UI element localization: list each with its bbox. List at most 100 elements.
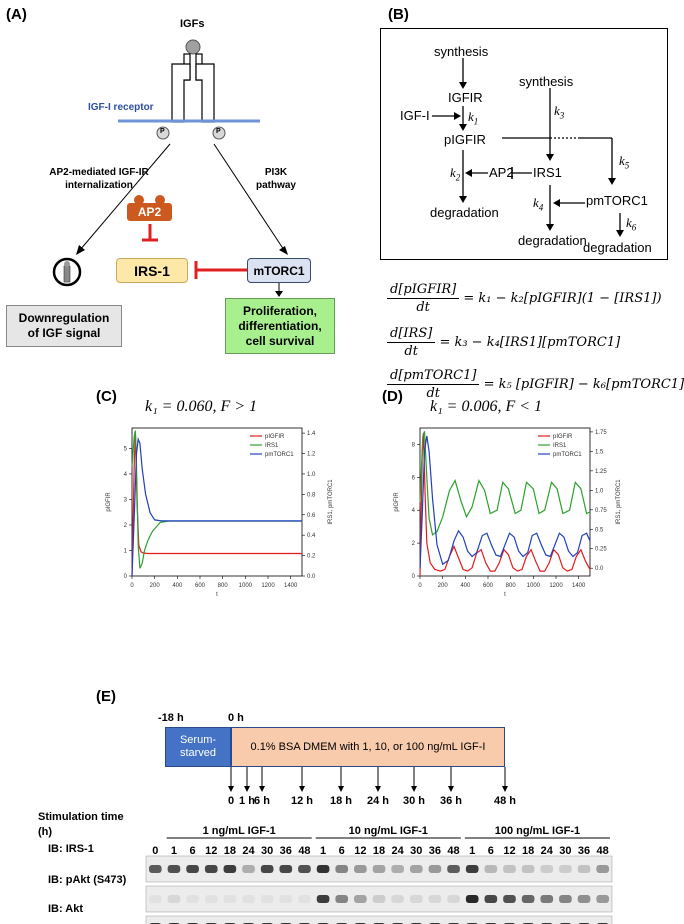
blot-band [447, 895, 460, 903]
x-axis-label: t [504, 592, 506, 598]
y-tick-label: 4 [124, 472, 128, 478]
timepoint-label: 18 h [330, 795, 352, 807]
group-label: 100 ng/mL IGF-1 [495, 825, 580, 837]
blot-band [298, 895, 311, 903]
timepoint-arrowhead [502, 786, 508, 792]
y-right-tick-label: 1.4 [307, 431, 316, 437]
panel-a-graphics [52, 39, 288, 297]
timepoint-label: 1 h [239, 795, 255, 807]
blot-band [260, 865, 274, 873]
y-tick-label: 0 [412, 574, 416, 580]
phospho-left-text: P [160, 128, 165, 135]
panel-b-arrows [432, 58, 624, 237]
lane-label: 36 [578, 845, 590, 857]
timepoint-arrowhead [411, 786, 417, 792]
series-line-pigfir [131, 433, 302, 577]
x-tick-label: 800 [218, 583, 229, 589]
y-tick-label: 3 [124, 497, 128, 503]
x-tick-label: 0 [130, 583, 134, 589]
chart-d-title: k₁ = 0.006, F < 1 [430, 398, 543, 415]
lane-label: 48 [447, 845, 459, 857]
chart-c-title: k₁ = 0.060, F > 1 [145, 398, 258, 415]
equation-2: d[IRS]dt = k₃ − k₄[IRS1][pmTORC1] [387, 326, 620, 359]
lane-label: 24 [242, 845, 255, 857]
irs1-box: IRS-1 [116, 258, 188, 283]
blot-band [149, 895, 162, 903]
series-line-irs1 [131, 430, 302, 569]
blot-band [465, 895, 479, 903]
blot-band [596, 895, 609, 903]
y-tick-label: 6 [412, 475, 416, 481]
y-tick-label: 0 [124, 574, 128, 580]
time-neg18: -18 h [158, 712, 184, 724]
lane-label: 1 [171, 845, 177, 857]
row-label-pakt: IB: pAkt (S473) [48, 874, 127, 886]
blot-band [186, 865, 199, 873]
blot-band [354, 865, 367, 873]
timepoint-label: 0 [228, 795, 234, 807]
y-tick-label: 5 [124, 446, 128, 452]
x-tick-label: 800 [506, 583, 517, 589]
blot-strip-akt [145, 915, 613, 924]
blot-band [484, 895, 498, 903]
lane-label: 30 [559, 845, 571, 857]
medium-box: 0.1% BSA DMEM with 1, 10, or 100 ng/mL I… [231, 727, 505, 767]
y-right-tick-label: 1.0 [595, 488, 604, 494]
b-synthesis-2: synthesis [519, 74, 574, 89]
b-k6: k6 [626, 215, 637, 233]
blot-band [335, 865, 349, 873]
x-tick-label: 600 [195, 583, 206, 589]
mtorc1-inhibition [194, 261, 248, 279]
lane-label: 6 [488, 845, 494, 857]
time-0: 0 h [228, 712, 244, 724]
timepoint-arrowhead [299, 786, 305, 792]
blot-band [559, 865, 572, 873]
panel-label-c: (C) [96, 388, 117, 405]
blot-band [391, 895, 404, 903]
b-igf1: IGF-I [400, 108, 430, 123]
x-tick-label: 1200 [261, 583, 275, 589]
blot-band [167, 865, 181, 873]
y-right-tick-label: 0.8 [307, 492, 316, 498]
x-tick-label: 1400 [284, 583, 298, 589]
lane-label: 12 [354, 845, 366, 857]
lane-label: 6 [339, 845, 345, 857]
y-axis-label: pIGFIR [106, 492, 112, 512]
b-synthesis-1: synthesis [434, 44, 489, 59]
y-tick-label: 2 [412, 541, 416, 547]
proliferation-box: Proliferation,differentiation,cell survi… [225, 298, 335, 354]
blot-band [503, 895, 516, 903]
legend-label-pigfir: pIGFIR [553, 434, 573, 440]
y-right-tick-label: 1.0 [307, 472, 316, 478]
phospho-left-icon [156, 126, 170, 140]
y-tick-label: 8 [412, 442, 416, 448]
blot-band [354, 895, 367, 903]
b-k2: k2 [450, 165, 461, 183]
y-right-tick-label: 0.25 [595, 547, 607, 553]
legend-label-irs1: IRS1 [553, 443, 567, 449]
panel-label-a: (A) [6, 6, 27, 23]
blot-band [521, 895, 535, 903]
series-line-pigfir [419, 432, 591, 577]
blot-band [447, 865, 460, 873]
blot-band [521, 865, 535, 873]
y-right-tick-label: 0.75 [595, 508, 607, 514]
blot-band [577, 865, 591, 873]
x-tick-label: 1200 [549, 583, 563, 589]
blot-band [409, 865, 423, 873]
b-degradation-3: degradation [583, 240, 652, 255]
x-axis-label: t [216, 592, 218, 598]
lane-label: 36 [429, 845, 441, 857]
lane-label: 1 [469, 845, 475, 857]
y-right-axis-label: IRS1, pmTORC1 [328, 479, 334, 525]
x-tick-label: 1400 [572, 583, 586, 589]
x-tick-label: 1000 [239, 583, 253, 589]
y-tick-label: 2 [124, 523, 128, 529]
lane-label: 6 [190, 845, 196, 857]
blot-band [260, 895, 274, 903]
y-right-tick-label: 1.5 [595, 449, 604, 455]
b-igfir: IGFIR [448, 90, 483, 105]
